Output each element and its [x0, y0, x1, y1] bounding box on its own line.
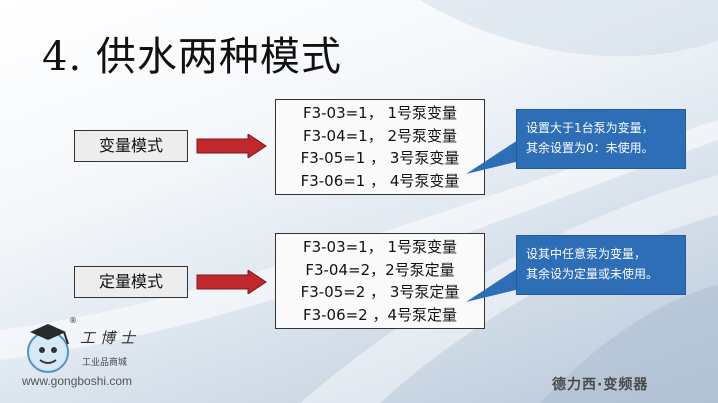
logo-subtitle: 工业品商城: [82, 358, 128, 368]
logo-name: 工博士: [80, 329, 141, 347]
fixed-mode-label: 定量模式: [74, 266, 188, 298]
variable-note-tail: [466, 140, 524, 174]
fixed-mode-params: F3-03=1， 1号泵变量 F3-04=2，2号泵定量 F3-05=2 ， 3…: [275, 233, 485, 329]
note-line: 设其中任意泵为变量，: [526, 247, 647, 261]
site-url: www.gongboshi.com: [22, 374, 133, 388]
brand-name: 德力西·变频器: [552, 377, 649, 393]
param-line: F3-03=1， 1号泵变量: [302, 104, 458, 122]
param-line: F3-04=2，2号泵定量: [305, 260, 455, 279]
param-line: F3-05=2 ， 3号泵定量: [300, 283, 460, 301]
fixed-note-tail: [466, 268, 524, 302]
variable-mode-arrow-icon: [196, 134, 267, 158]
fixed-mode-note: 设其中任意泵为变量， 其余设为定量或未使用。: [516, 235, 686, 295]
note-line: 其余设置为0：未使用。: [526, 141, 654, 155]
param-line: F3-06=2 ，4号泵定量: [302, 305, 458, 324]
param-line: F3-04=1， 2号泵变量: [302, 126, 458, 145]
variable-mode-params: F3-03=1， 1号泵变量 F3-04=1， 2号泵变量 F3-05=1 ， …: [275, 99, 485, 195]
variable-mode-note: 设置大于1台泵为变量， 其余设置为0：未使用。: [516, 109, 686, 169]
note-line: 其余设为定量或未使用。: [526, 267, 659, 281]
variable-mode-label: 变量模式: [74, 130, 188, 162]
fixed-mode-arrow-icon: [196, 270, 267, 294]
mascot-logo-icon: [27, 324, 69, 373]
registered-mark: ®: [69, 316, 77, 325]
page-title: 4. 供水两种模式: [42, 34, 342, 80]
param-line: F3-06=1 ， 4号泵变量: [300, 171, 460, 190]
param-line: F3-03=1， 1号泵变量: [302, 238, 458, 256]
note-line: 设置大于1台泵为变量，: [526, 121, 654, 135]
param-line: F3-05=1 ， 3号泵变量: [300, 149, 460, 167]
